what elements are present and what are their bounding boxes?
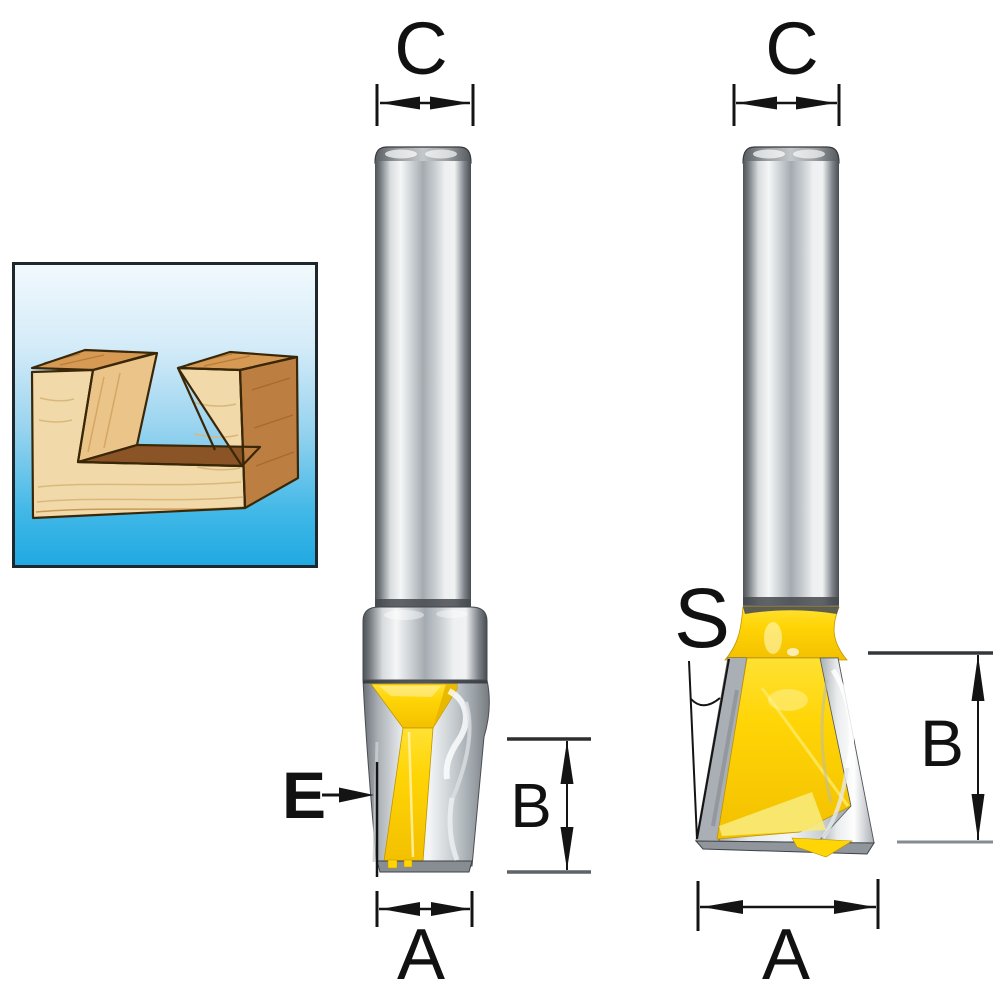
right-flank-streak bbox=[711, 689, 739, 827]
left-bottom-tooth bbox=[403, 859, 413, 868]
right-dim-c bbox=[732, 84, 841, 126]
left-router-bit bbox=[322, 84, 591, 927]
right-router-bit bbox=[688, 84, 993, 931]
right-dim-a bbox=[696, 879, 880, 931]
right-shank-shadow bbox=[743, 597, 839, 607]
right-neck-shadow bbox=[743, 607, 839, 614]
right-cap-highlight bbox=[753, 149, 785, 159]
left-collar-highlight bbox=[384, 610, 424, 620]
dim-label-shank-diameter-right: C bbox=[765, 7, 819, 90]
dovetail-groove-inset bbox=[12, 262, 318, 568]
left-funnel-glint bbox=[379, 686, 441, 697]
dim-label-diameter-right: A bbox=[761, 915, 811, 995]
wood-grain-front bbox=[36, 397, 244, 503]
right-cap-highlight bbox=[793, 149, 825, 159]
groove-floor bbox=[78, 445, 260, 466]
dim-label-diameter-left: A bbox=[396, 915, 446, 995]
left-bottom-tooth bbox=[387, 859, 398, 869]
left-dim-e bbox=[322, 762, 379, 877]
dim-label-depth-right: B bbox=[919, 706, 965, 780]
right-neck-glint bbox=[787, 648, 799, 656]
groove-wall-face bbox=[78, 353, 157, 462]
left-shank-shadow bbox=[375, 599, 471, 608]
dim-label-edge-left: E bbox=[281, 758, 327, 832]
right-angle-s bbox=[688, 658, 730, 840]
dim-label-shank-diameter-left: C bbox=[394, 7, 448, 90]
right-cutter-yellow-face bbox=[716, 657, 852, 840]
left-dim-c bbox=[375, 84, 475, 126]
left-dim-b bbox=[507, 737, 591, 874]
right-neck-glint bbox=[764, 622, 782, 654]
dim-label-angle-right: S bbox=[673, 571, 731, 665]
left-shank bbox=[375, 161, 471, 607]
groove-wall-grain bbox=[87, 372, 121, 453]
left-cap-highlight bbox=[425, 149, 457, 159]
wood-front-face bbox=[32, 368, 245, 518]
right-shank bbox=[743, 161, 839, 605]
left-cutter-bottom bbox=[376, 860, 473, 873]
left-dim-a bbox=[375, 891, 474, 927]
left-cap-highlight bbox=[385, 149, 417, 159]
left-edge-glint bbox=[407, 731, 415, 858]
right-bottom-tip bbox=[791, 837, 853, 858]
right-face-pale-facet bbox=[719, 792, 826, 836]
wood-grain-side bbox=[251, 377, 295, 467]
wood-side-right bbox=[240, 357, 298, 508]
right-flute-highlights bbox=[820, 668, 855, 840]
right-dim-b bbox=[868, 651, 993, 844]
left-collar-highlight bbox=[436, 610, 468, 618]
dim-label-depth-left: B bbox=[510, 772, 552, 841]
wood-outlines bbox=[30, 348, 300, 520]
right-cutter-neck bbox=[724, 606, 848, 661]
right-face-glint bbox=[768, 689, 808, 711]
left-collar bbox=[362, 606, 488, 681]
